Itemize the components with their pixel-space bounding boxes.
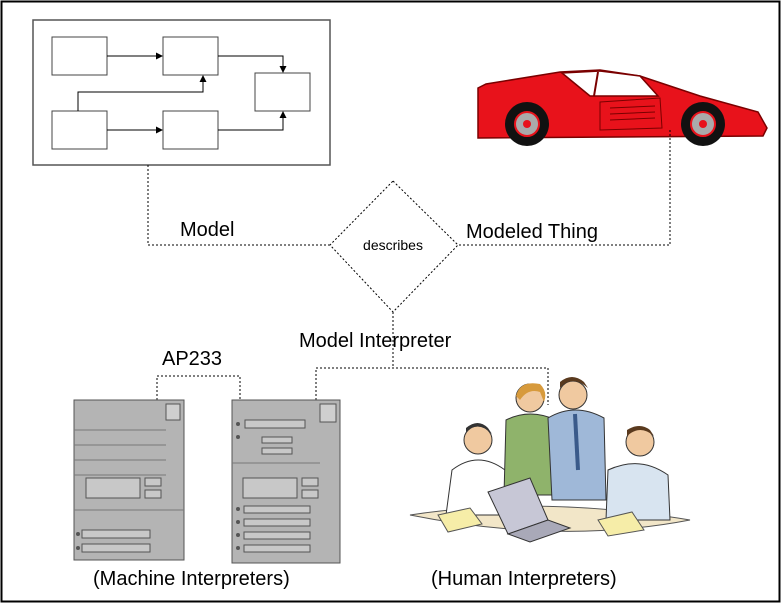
computer-tower-icon bbox=[73, 399, 185, 561]
machine-interpreters-label: (Machine Interpreters) bbox=[93, 568, 290, 590]
modeled-thing-connector bbox=[458, 130, 671, 246]
describes-relation-diamond bbox=[329, 180, 459, 313]
ap233-connector bbox=[156, 375, 241, 400]
modeled-thing-label: Modeled Thing bbox=[466, 221, 598, 243]
model-interpreter-label: Model Interpreter bbox=[299, 330, 452, 352]
human-interpreters-label: (Human Interpreters) bbox=[431, 568, 617, 590]
model-connector bbox=[147, 165, 330, 246]
describes-label: describes bbox=[363, 237, 423, 253]
computer-tower-icon bbox=[231, 399, 341, 564]
red-sports-car-icon bbox=[477, 69, 768, 146]
block-diagram-icon bbox=[32, 19, 331, 166]
model-label: Model bbox=[180, 219, 234, 241]
ap233-label: AP233 bbox=[162, 348, 222, 370]
people-meeting-icon bbox=[409, 377, 691, 543]
interpreter-connector bbox=[315, 312, 549, 405]
